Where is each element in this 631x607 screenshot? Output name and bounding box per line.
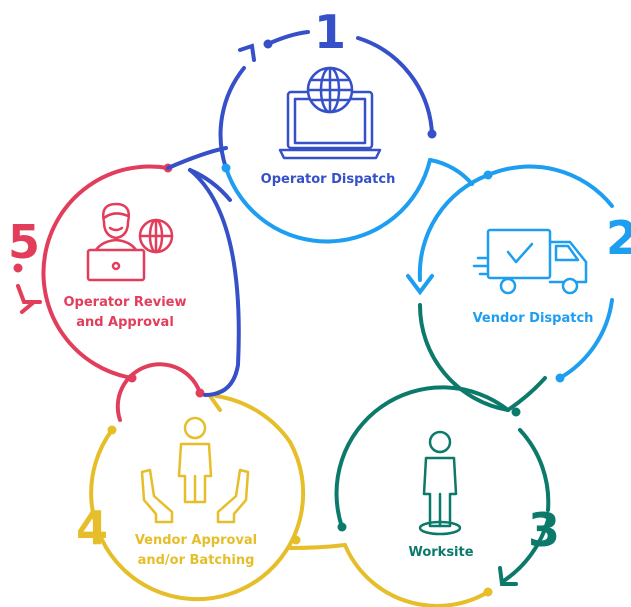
step-5-dot-mid	[195, 388, 205, 398]
step-2-teal-arc	[417, 303, 510, 412]
step-3-dot	[337, 522, 347, 532]
step-3-yellow-arc	[343, 543, 490, 607]
step-2-dot-bottom	[555, 373, 565, 383]
step-2-dot	[483, 170, 493, 180]
step-4-label-line1: Vendor Approval	[135, 533, 257, 548]
person-laptop-globe-icon	[86, 202, 174, 282]
step-3-label: Worksite	[408, 545, 473, 560]
step-3-yellow-dot	[483, 587, 493, 597]
step-3-ring	[334, 376, 551, 529]
step-2-label: Vendor Dispatch	[473, 311, 594, 326]
hands-person-icon	[140, 416, 250, 524]
step-4-label-line2: and/or Batching	[138, 553, 255, 568]
step-1-blue-arc	[224, 158, 432, 244]
step-1-number: 1	[314, 5, 346, 59]
step-2-ring	[406, 158, 614, 380]
worker-icon	[418, 430, 462, 536]
step-3-number: 3	[528, 503, 560, 557]
step-5-dot-low	[13, 263, 23, 273]
step-3-dot-top	[511, 407, 521, 417]
step-4-number: 4	[76, 501, 108, 555]
step-1-dot-lower	[221, 163, 231, 173]
step-5-number: 5	[8, 215, 40, 269]
step-5-dot-end	[127, 373, 137, 383]
step-1-ring	[166, 30, 434, 397]
delivery-truck-icon	[472, 228, 588, 295]
step-4-dot	[107, 425, 117, 435]
step-1-dot-right	[427, 129, 437, 139]
step-3-arrow	[498, 518, 550, 586]
step-1-label: Operator Dispatch	[261, 172, 396, 187]
step-2-number: 2	[606, 211, 631, 265]
step-5-label-line1: Operator Review	[63, 295, 186, 310]
step-5-ring	[16, 164, 202, 422]
step-1-dot-left	[263, 39, 273, 49]
step-5-label-line2: and Approval	[76, 315, 174, 330]
step-4-dot-bottom	[291, 535, 301, 545]
laptop-globe-icon	[278, 66, 382, 160]
